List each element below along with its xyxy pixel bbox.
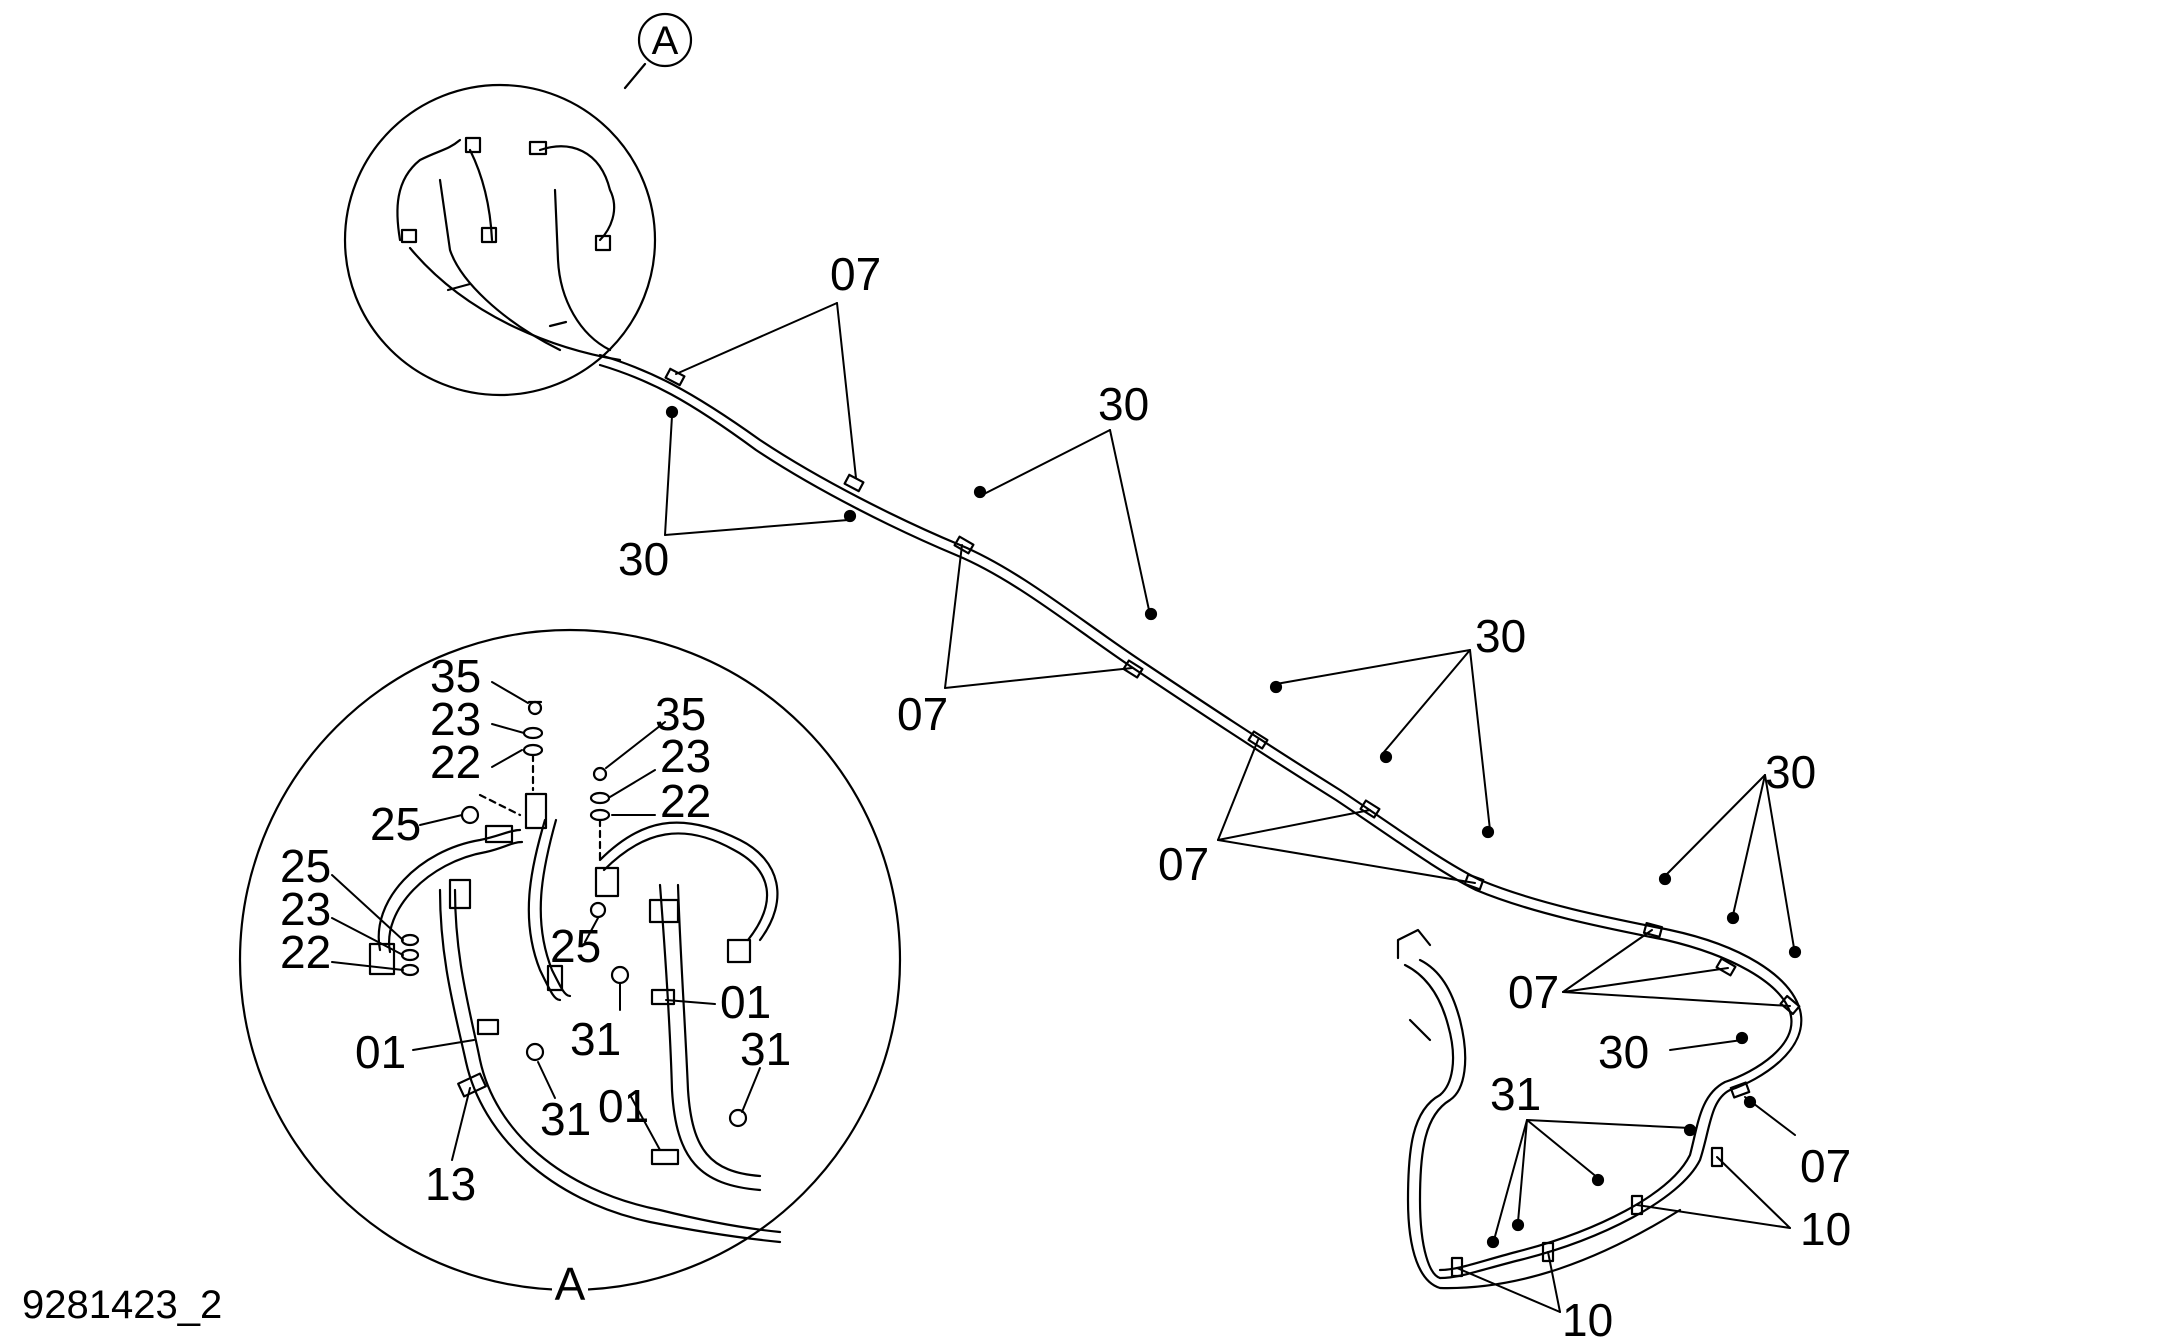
callout-label: 01 [598,1080,649,1132]
callout-label: 30 [618,533,669,585]
callout-label: 31 [540,1093,591,1145]
drawing-number: 9281423_2 [22,1283,222,1327]
callout-label: 25 [280,840,331,892]
callout-label: 22 [430,736,481,788]
callout-label: 30 [1475,610,1526,662]
callout-label: 35 [655,688,706,740]
callout-label: 31 [1490,1068,1541,1120]
callout-label: 23 [660,730,711,782]
detail-marker-circle [637,12,693,68]
detail-marker-label: A [652,19,679,63]
detail-callouts: 35 23 22 35 23 22 25 25 23 22 25 01 31 3… [280,650,791,1210]
callout-label: 01 [355,1026,406,1078]
callout-label: 01 [720,976,771,1028]
callout-label: 22 [660,775,711,827]
callout-label: 35 [430,650,481,702]
callout-label: 10 [1562,1294,1613,1340]
main-callouts: 07 30 30 07 30 07 30 07 31 30 07 10 10 [618,248,1851,1340]
callout-label: 07 [830,248,881,300]
overview-labels: A [652,19,679,63]
callout-label: 30 [1765,746,1816,798]
callout-label: 30 [1598,1026,1649,1078]
detail-caption: A [555,1258,586,1310]
callout-label: 31 [570,1013,621,1065]
callout-label: 31 [740,1023,791,1075]
callout-label: 07 [1800,1140,1851,1192]
main-harness [598,353,1803,1290]
overview-detail-circle [343,12,693,397]
callout-label: 22 [280,926,331,978]
callout-label: 07 [1158,838,1209,890]
callout-label: 13 [425,1158,476,1210]
detail-leader-lines [331,681,761,1161]
main-leader-lines [664,302,1796,1313]
callout-label: 25 [550,920,601,972]
callout-label: 25 [370,798,421,850]
callout-label: 07 [1508,966,1559,1018]
callout-label: 23 [430,693,481,745]
callout-label: 07 [897,688,948,740]
callout-label: 23 [280,883,331,935]
callout-label: 10 [1800,1203,1851,1255]
callout-label: 30 [1098,378,1149,430]
